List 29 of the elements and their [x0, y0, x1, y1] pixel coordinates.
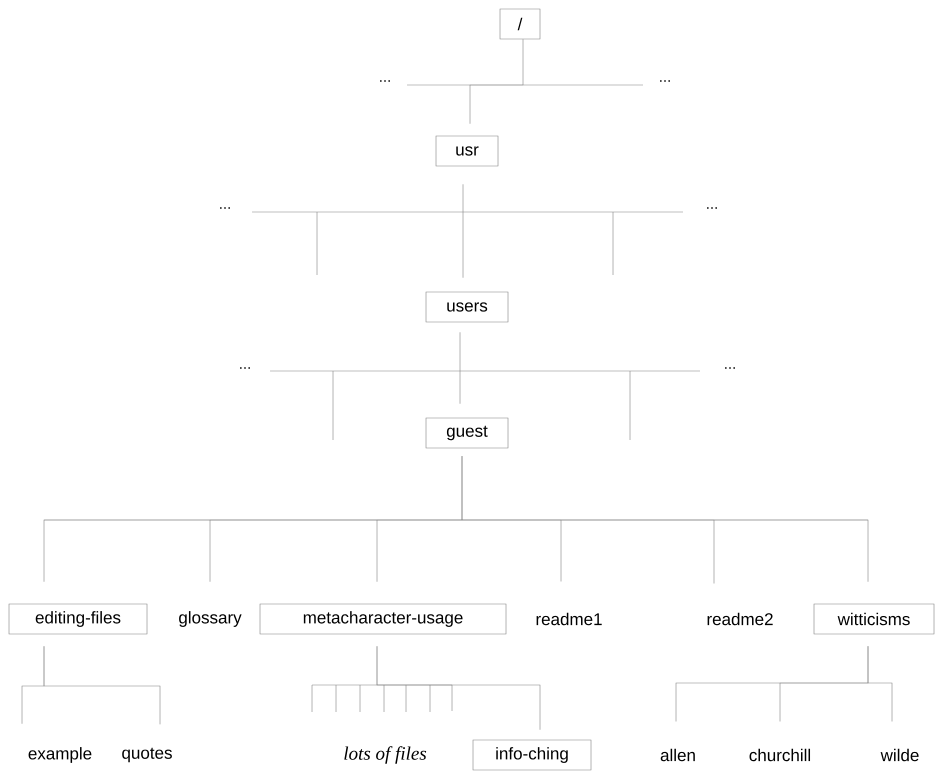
tree-line — [376, 646, 540, 730]
ellipsis-text: ... — [380, 80, 390, 82]
ellipsis-text: ... — [660, 80, 670, 82]
folder-box: editing-files — [8, 604, 148, 634]
folder-box: metacharacter-usage — [260, 604, 506, 634]
tree-line — [462, 456, 868, 582]
file-name: readme2 — [708, 612, 773, 626]
file-name: glossary — [179, 611, 242, 627]
folder-box: users — [426, 292, 508, 322]
file-name: allen — [660, 748, 695, 762]
file-name: quotes — [122, 748, 172, 762]
file-name: readme1 — [536, 612, 602, 626]
folder-box: usr — [436, 136, 498, 166]
tree-line — [462, 184, 464, 278]
folder-box: witticisms — [814, 604, 934, 634]
file-name: example — [28, 747, 92, 763]
ellipsis-text: ... — [220, 207, 230, 209]
ellipsis-text: ... — [240, 367, 250, 369]
file-name: wilde — [880, 748, 919, 762]
ellipsis-text: ... — [707, 207, 717, 209]
ellipsis-text: ... — [725, 367, 735, 369]
tree-line — [868, 646, 892, 722]
file-name: churchill — [750, 748, 810, 762]
tree-line — [470, 39, 524, 124]
folder-box: info-ching — [472, 740, 592, 770]
file-name: lots of files — [344, 746, 426, 764]
folder-box: guest — [426, 418, 508, 448]
folder-box: / — [500, 8, 540, 40]
tree-line — [44, 646, 160, 725]
